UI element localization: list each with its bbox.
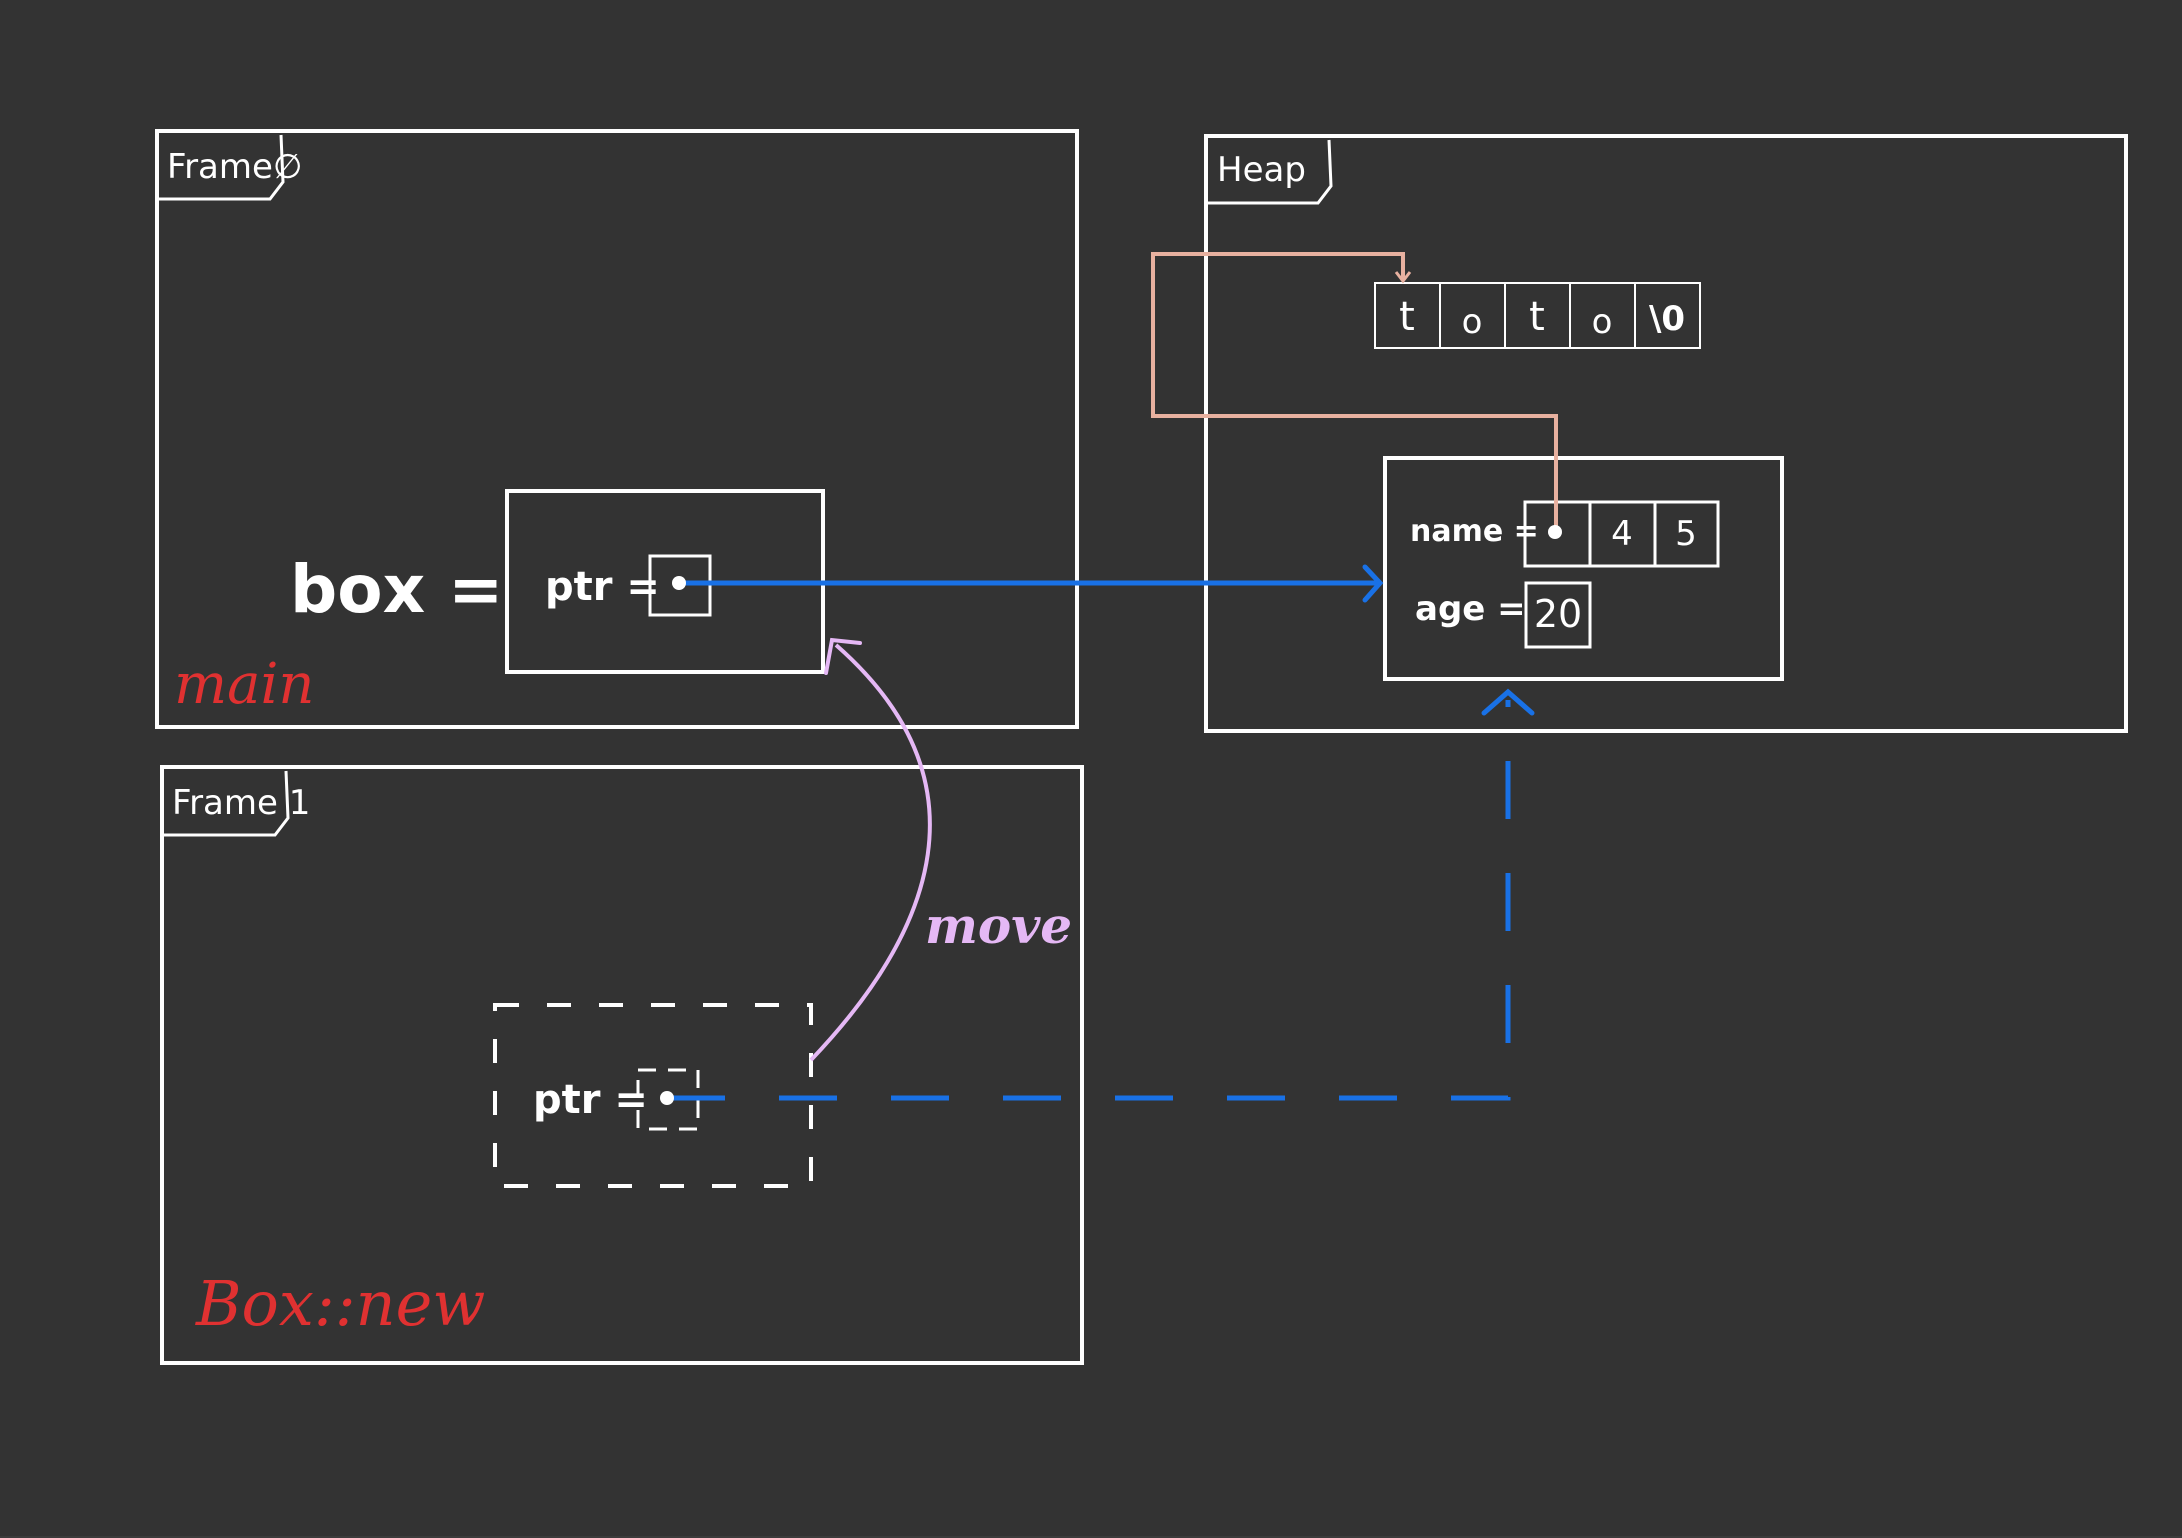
main-context-label: main <box>174 652 314 717</box>
frame-0-border <box>155 129 1079 729</box>
string-char: o <box>1592 302 1613 342</box>
moved-ptr-arrowhead <box>1481 688 1535 716</box>
struct: name = 4 5 age = 20 <box>1383 456 1784 681</box>
name-pointer-arrow <box>1151 252 1558 532</box>
age-field-label: age = <box>1415 589 1526 629</box>
frame-0-tag: Frame∅ <box>167 147 303 187</box>
name-cell-value: 5 <box>1675 514 1697 554</box>
frame-0-tag-box <box>157 134 285 201</box>
bottom-strip <box>0 1536 2182 1538</box>
string-char: o <box>1462 302 1483 342</box>
string-terminator: \0 <box>1649 299 1685 339</box>
moved-ptr-cell <box>636 1068 700 1131</box>
box-assign-label: box = <box>290 551 503 628</box>
heap: Heap t o t o \0 name = 4 5 age = 20 <box>1204 134 2128 733</box>
heap-border <box>1204 134 2128 733</box>
name-cell-value: 4 <box>1611 514 1633 554</box>
string-char: t <box>1529 294 1545 340</box>
frame-1-border <box>160 765 1084 1365</box>
frame-0: Frame∅ box = ptr = main <box>155 129 1079 729</box>
name-cell <box>1653 500 1720 568</box>
string-cell <box>1634 282 1701 349</box>
frame-1-tag: Frame 1 <box>172 783 310 823</box>
move-arrow <box>809 643 932 1062</box>
ptr-arrowhead <box>1362 564 1384 603</box>
age-value: 20 <box>1534 592 1582 636</box>
box-new-context-label: Box::new <box>195 1267 485 1340</box>
name-pointer-arrowhead <box>1394 271 1412 284</box>
heap-tag-box <box>1206 139 1333 205</box>
ptr-label: ptr = <box>545 564 660 610</box>
ptr-dot <box>672 576 686 590</box>
frame-1-tag-box <box>162 770 290 837</box>
moved-ptr-arrow <box>667 700 1511 1101</box>
frame-1: Frame 1 ptr = Box::new <box>160 765 1084 1365</box>
move-label: move <box>925 896 1072 955</box>
string-buffer: t o t o \0 <box>1374 282 1701 349</box>
moved-ptr-label: ptr = <box>533 1077 648 1123</box>
moved-box-outline <box>493 1003 813 1188</box>
age-cell <box>1524 581 1592 649</box>
move-arrowhead <box>824 637 862 675</box>
moved-ptr-dot <box>660 1091 674 1105</box>
name-field-label: name = <box>1410 514 1539 549</box>
string-char: t <box>1399 294 1415 340</box>
name-pointer-dot <box>1548 525 1562 539</box>
heap-tag: Heap <box>1217 150 1306 190</box>
struct-box <box>1383 456 1784 681</box>
